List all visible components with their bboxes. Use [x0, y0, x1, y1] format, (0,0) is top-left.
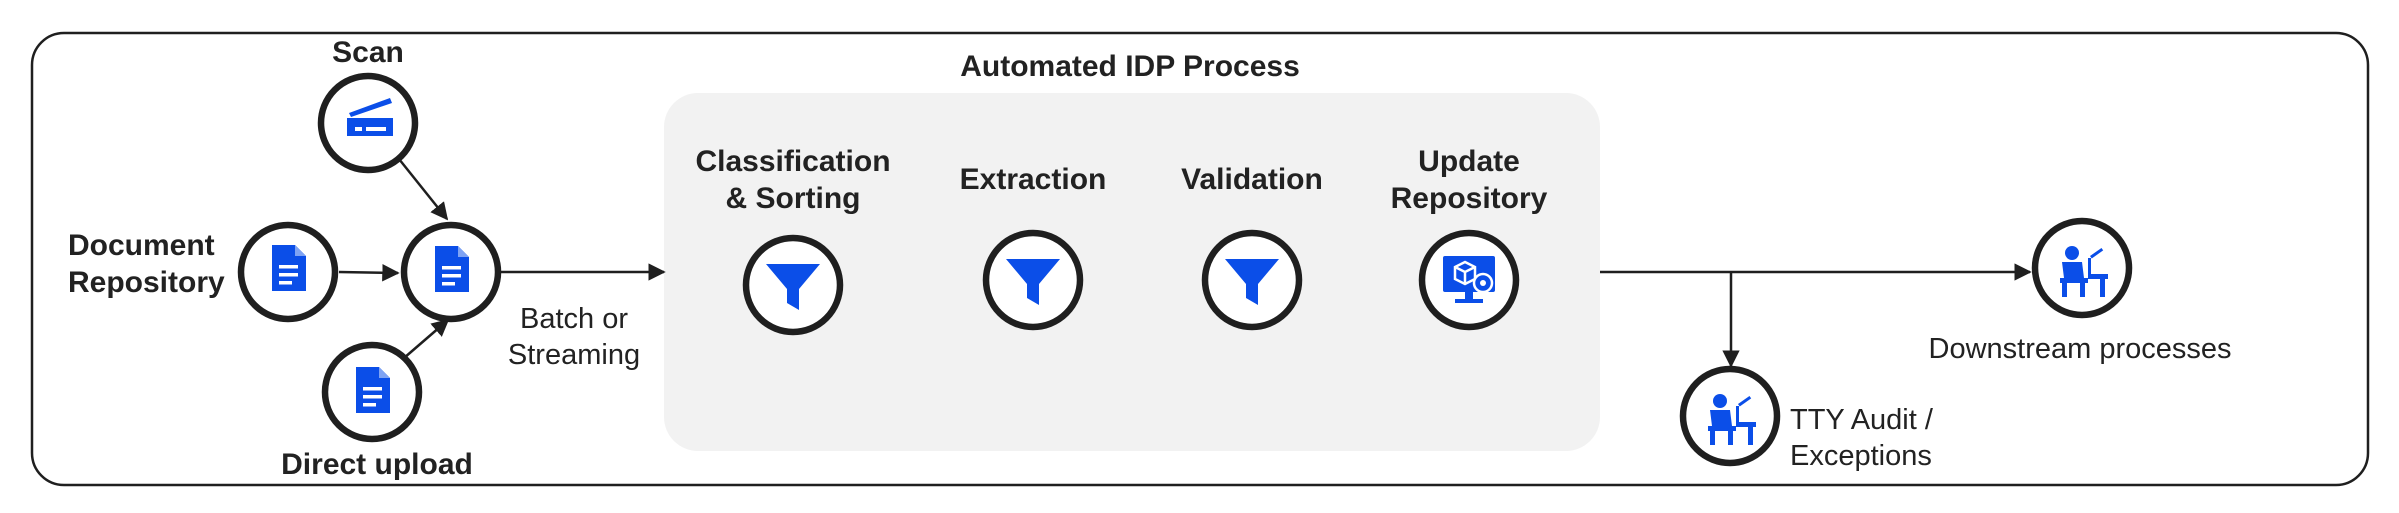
document-icon [272, 245, 306, 291]
hub-node [400, 221, 502, 323]
transfer-label: Batch or Streaming [498, 301, 650, 373]
step-extraction-label: Extraction [959, 163, 1107, 196]
step-update-line2: Repository [1390, 182, 1548, 215]
scan-arrow [398, 158, 449, 221]
scanner-icon [347, 98, 393, 136]
step-extraction-node [982, 229, 1084, 331]
repository-label-line1: Document [68, 229, 215, 262]
outer-frame [30, 31, 2370, 487]
repository-arrow [338, 263, 400, 282]
repository-node [237, 221, 339, 323]
monitor-gear-icon [1443, 256, 1495, 303]
audit-node [1679, 365, 1781, 467]
step-classification-node [742, 234, 844, 336]
step-classification-line1: Classification [695, 145, 891, 178]
step-update-node [1418, 229, 1520, 331]
repository-label: Document Repository [68, 227, 225, 301]
repository-label-line2: Repository [68, 266, 225, 299]
transfer-label-line2: Streaming [507, 339, 641, 371]
process-panel [664, 93, 1600, 451]
step-validation-label: Validation [1181, 163, 1323, 196]
scan-node [317, 72, 419, 174]
step-validation-node [1201, 229, 1303, 331]
audit-label-line1: TTY Audit / [1790, 404, 1933, 436]
audit-label: TTY Audit / Exceptions [1790, 402, 1933, 474]
step-classification-line2: & Sorting [725, 182, 861, 215]
document-icon [435, 246, 469, 292]
downstream-label: Downstream processes [1928, 333, 2232, 365]
audit-label-line2: Exceptions [1790, 440, 1932, 472]
step-update-line1: Update [1418, 145, 1520, 178]
upload-label: Direct upload [281, 448, 473, 481]
transfer-label-line1: Batch or [520, 303, 628, 335]
upload-node [321, 341, 423, 443]
process-title: Automated IDP Process [960, 50, 1300, 83]
upload-arrow [403, 318, 450, 359]
step-update-label: Update Repository [1344, 143, 1594, 217]
document-icon [356, 367, 390, 413]
scan-label: Scan [332, 36, 404, 69]
downstream-node [2031, 217, 2133, 319]
step-classification-label: Classification & Sorting [668, 143, 918, 217]
